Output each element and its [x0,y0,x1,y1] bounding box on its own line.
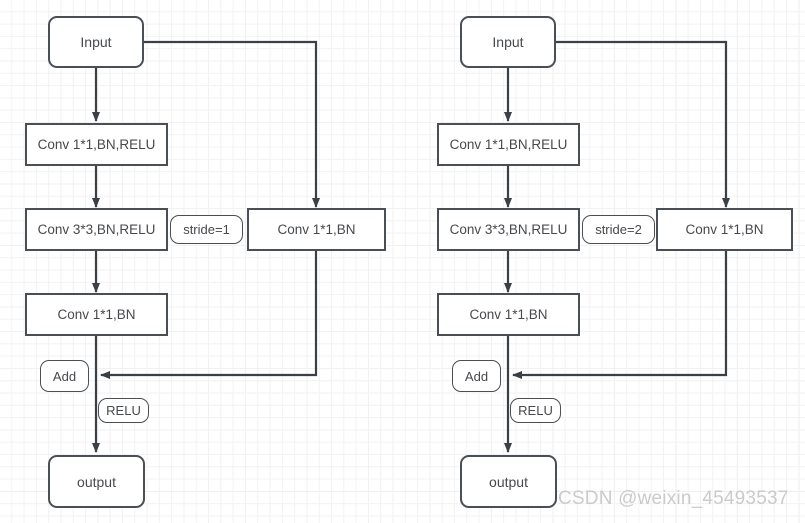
right-node-conv3x3-bn-relu-label: Conv 3*3,BN,RELU [449,222,568,237]
right-node-output[interactable]: output [460,455,557,508]
right-node-relu-label: RELU [518,403,553,418]
left-node-conv3x3-bn-relu[interactable]: Conv 3*3,BN,RELU [25,208,168,251]
left-node-stride-label: stride=1 [183,222,230,237]
right-node-relu[interactable]: RELU [510,398,561,423]
right-node-input-label: Input [492,34,524,50]
edge-skip-input-to-shortcut-right [556,40,730,208]
right-node-conv1x1-bn-relu-label: Conv 1*1,BN,RELU [449,137,568,152]
right-node-shortcut-conv1x1-bn[interactable]: Conv 1*1,BN [656,208,793,251]
left-node-conv1x1-bn-label: Conv 1*1,BN [57,307,136,322]
left-node-conv1x1-bn-relu[interactable]: Conv 1*1,BN,RELU [25,123,168,166]
left-node-conv1x1-bn[interactable]: Conv 1*1,BN [25,293,168,336]
right-node-stride-label: stride=2 [595,222,642,237]
left-node-conv1x1-bn-relu-label: Conv 1*1,BN,RELU [37,137,156,152]
right-node-stride-label-box[interactable]: stride=2 [582,215,655,244]
right-node-conv1x1-bn-relu[interactable]: Conv 1*1,BN,RELU [437,123,580,166]
csdn-watermark: CSDN @weixin_45493537 [558,488,789,509]
left-node-input-label: Input [80,34,112,50]
left-node-shortcut-conv1x1-bn[interactable]: Conv 1*1,BN [247,208,386,251]
left-node-conv3x3-bn-relu-label: Conv 3*3,BN,RELU [37,222,156,237]
right-node-input[interactable]: Input [460,16,556,68]
right-node-conv1x1-bn[interactable]: Conv 1*1,BN [437,293,580,336]
left-node-stride-label-box[interactable]: stride=1 [170,215,243,244]
right-node-add[interactable]: Add [452,360,501,392]
left-node-relu[interactable]: RELU [98,398,149,423]
edge-skip-input-to-shortcut-left [144,40,320,208]
right-node-add-label: Add [464,368,489,384]
right-node-conv1x1-bn-label: Conv 1*1,BN [469,307,548,322]
left-node-output-label: output [77,473,116,490]
left-node-add-label: Add [52,368,77,384]
left-node-relu-label: RELU [106,403,141,418]
left-node-add[interactable]: Add [40,360,89,392]
left-node-input[interactable]: Input [48,16,144,68]
right-node-conv3x3-bn-relu[interactable]: Conv 3*3,BN,RELU [437,208,580,251]
right-node-output-label: output [489,473,528,490]
right-node-shortcut-conv1x1-bn-label: Conv 1*1,BN [685,222,764,237]
left-node-output[interactable]: output [48,455,145,508]
left-node-shortcut-conv1x1-bn-label: Conv 1*1,BN [277,222,356,237]
